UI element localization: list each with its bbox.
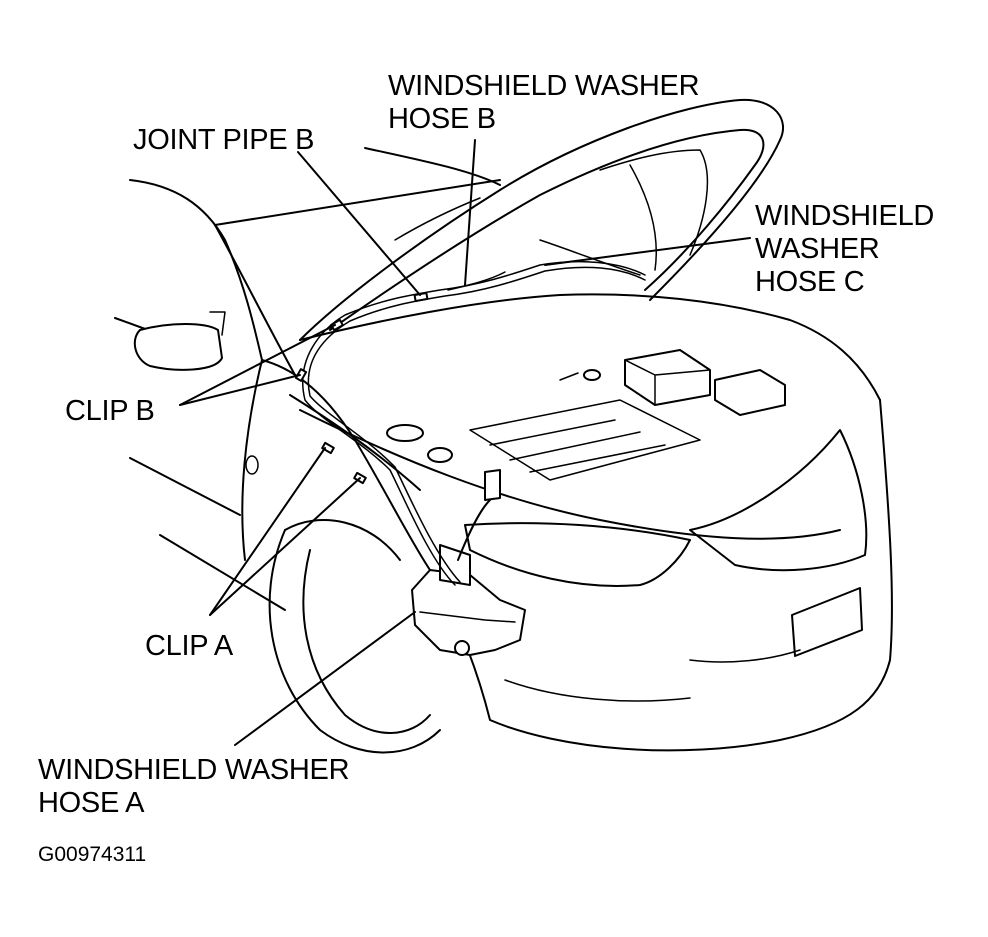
label-washer-hose-c-line3: HOSE C [755, 266, 865, 298]
grille [689, 429, 868, 572]
tire-outer [268, 529, 441, 754]
leader-washer-hose-a [234, 611, 416, 746]
label-washer-hose-b: WINDSHIELD WASHER HOSE B [388, 70, 700, 136]
roof-edge [364, 147, 501, 186]
figure-code: G00974311 [38, 843, 147, 866]
fender-crease [289, 394, 421, 491]
mirror-arm [114, 317, 149, 331]
mirror-mount [209, 311, 226, 336]
leader-clip-a-1 [209, 447, 326, 616]
reservoir-cap [386, 424, 424, 442]
hood-inner-rib-3 [629, 164, 658, 271]
label-washer-hose-b-line2: HOSE B [388, 103, 496, 135]
washer-hose-route-2 [307, 266, 646, 583]
battery-box [624, 349, 711, 406]
label-clip-b: CLIP B [65, 395, 155, 427]
bumper-lower-line [504, 679, 691, 702]
engine-bay-rear-edge [299, 293, 881, 401]
fender-top-line [261, 359, 431, 571]
side-mirror [133, 323, 223, 371]
hood-inner-rib-1 [394, 197, 481, 241]
license-plate [791, 587, 863, 657]
wheel-arch [284, 519, 401, 561]
oil-cap [583, 369, 601, 381]
leader-washer-hose-c [544, 237, 751, 266]
label-washer-hose-a: WINDSHIELD WASHER HOSE A [38, 754, 350, 820]
windshield-left-edge [214, 224, 296, 376]
leader-joint-pipe-b [297, 151, 421, 296]
fuse-box [714, 369, 786, 416]
label-washer-hose-a-line2: HOSE A [38, 787, 145, 819]
label-washer-hose-b-line1: WINDSHIELD WASHER [388, 70, 700, 102]
windshield-top-edge [214, 179, 501, 226]
engine-cover-ribs [489, 419, 666, 473]
label-washer-hose-c-line1: WINDSHIELD [755, 200, 935, 232]
clip-a-marker-1 [321, 441, 335, 455]
tire-inner [302, 549, 431, 734]
oil-cap-stem [559, 372, 579, 381]
clip-b-marker-2 [330, 318, 344, 332]
engine-bay-front-edge [299, 409, 841, 540]
hood-inner-rib-4 [539, 239, 641, 276]
washer-hose-route [302, 260, 646, 586]
washer-tank-seam [419, 611, 516, 623]
lower-body-line [159, 534, 286, 611]
label-washer-hose-c: WINDSHIELD WASHER HOSE C [755, 200, 934, 299]
label-clip-a: CLIP A [145, 630, 233, 662]
hood-outer-edge [299, 98, 785, 341]
hood-inner-rib-2 [599, 149, 709, 256]
filler-hose [457, 499, 491, 561]
front-bumper [429, 399, 893, 752]
leader-clip-b-1 [179, 374, 301, 406]
label-washer-hose-a-line1: WINDSHIELD WASHER [38, 754, 350, 786]
door-crease-line [129, 457, 241, 516]
washer-filler [439, 544, 471, 586]
a-pillar-line [129, 179, 263, 361]
leader-clip-b-2 [179, 324, 336, 406]
battery-box-edges [624, 359, 711, 406]
leader-clip-a-2 [209, 477, 361, 616]
hood-inner-edge [329, 128, 765, 331]
front-door-edge [241, 359, 263, 561]
coolant-cap [427, 447, 453, 463]
washer-hose-b-segment [447, 271, 506, 291]
side-marker [245, 455, 259, 475]
bumper-vent [689, 649, 801, 663]
headlamp [464, 522, 691, 587]
washer-neck [484, 469, 501, 501]
joint-pipe-b-marker [413, 292, 429, 302]
engine-cover [469, 399, 701, 481]
leader-washer-hose-b [464, 139, 476, 286]
washer-pump [454, 640, 470, 656]
label-joint-pipe-b: JOINT PIPE B [133, 124, 315, 156]
label-washer-hose-c-line2: WASHER [755, 233, 880, 265]
